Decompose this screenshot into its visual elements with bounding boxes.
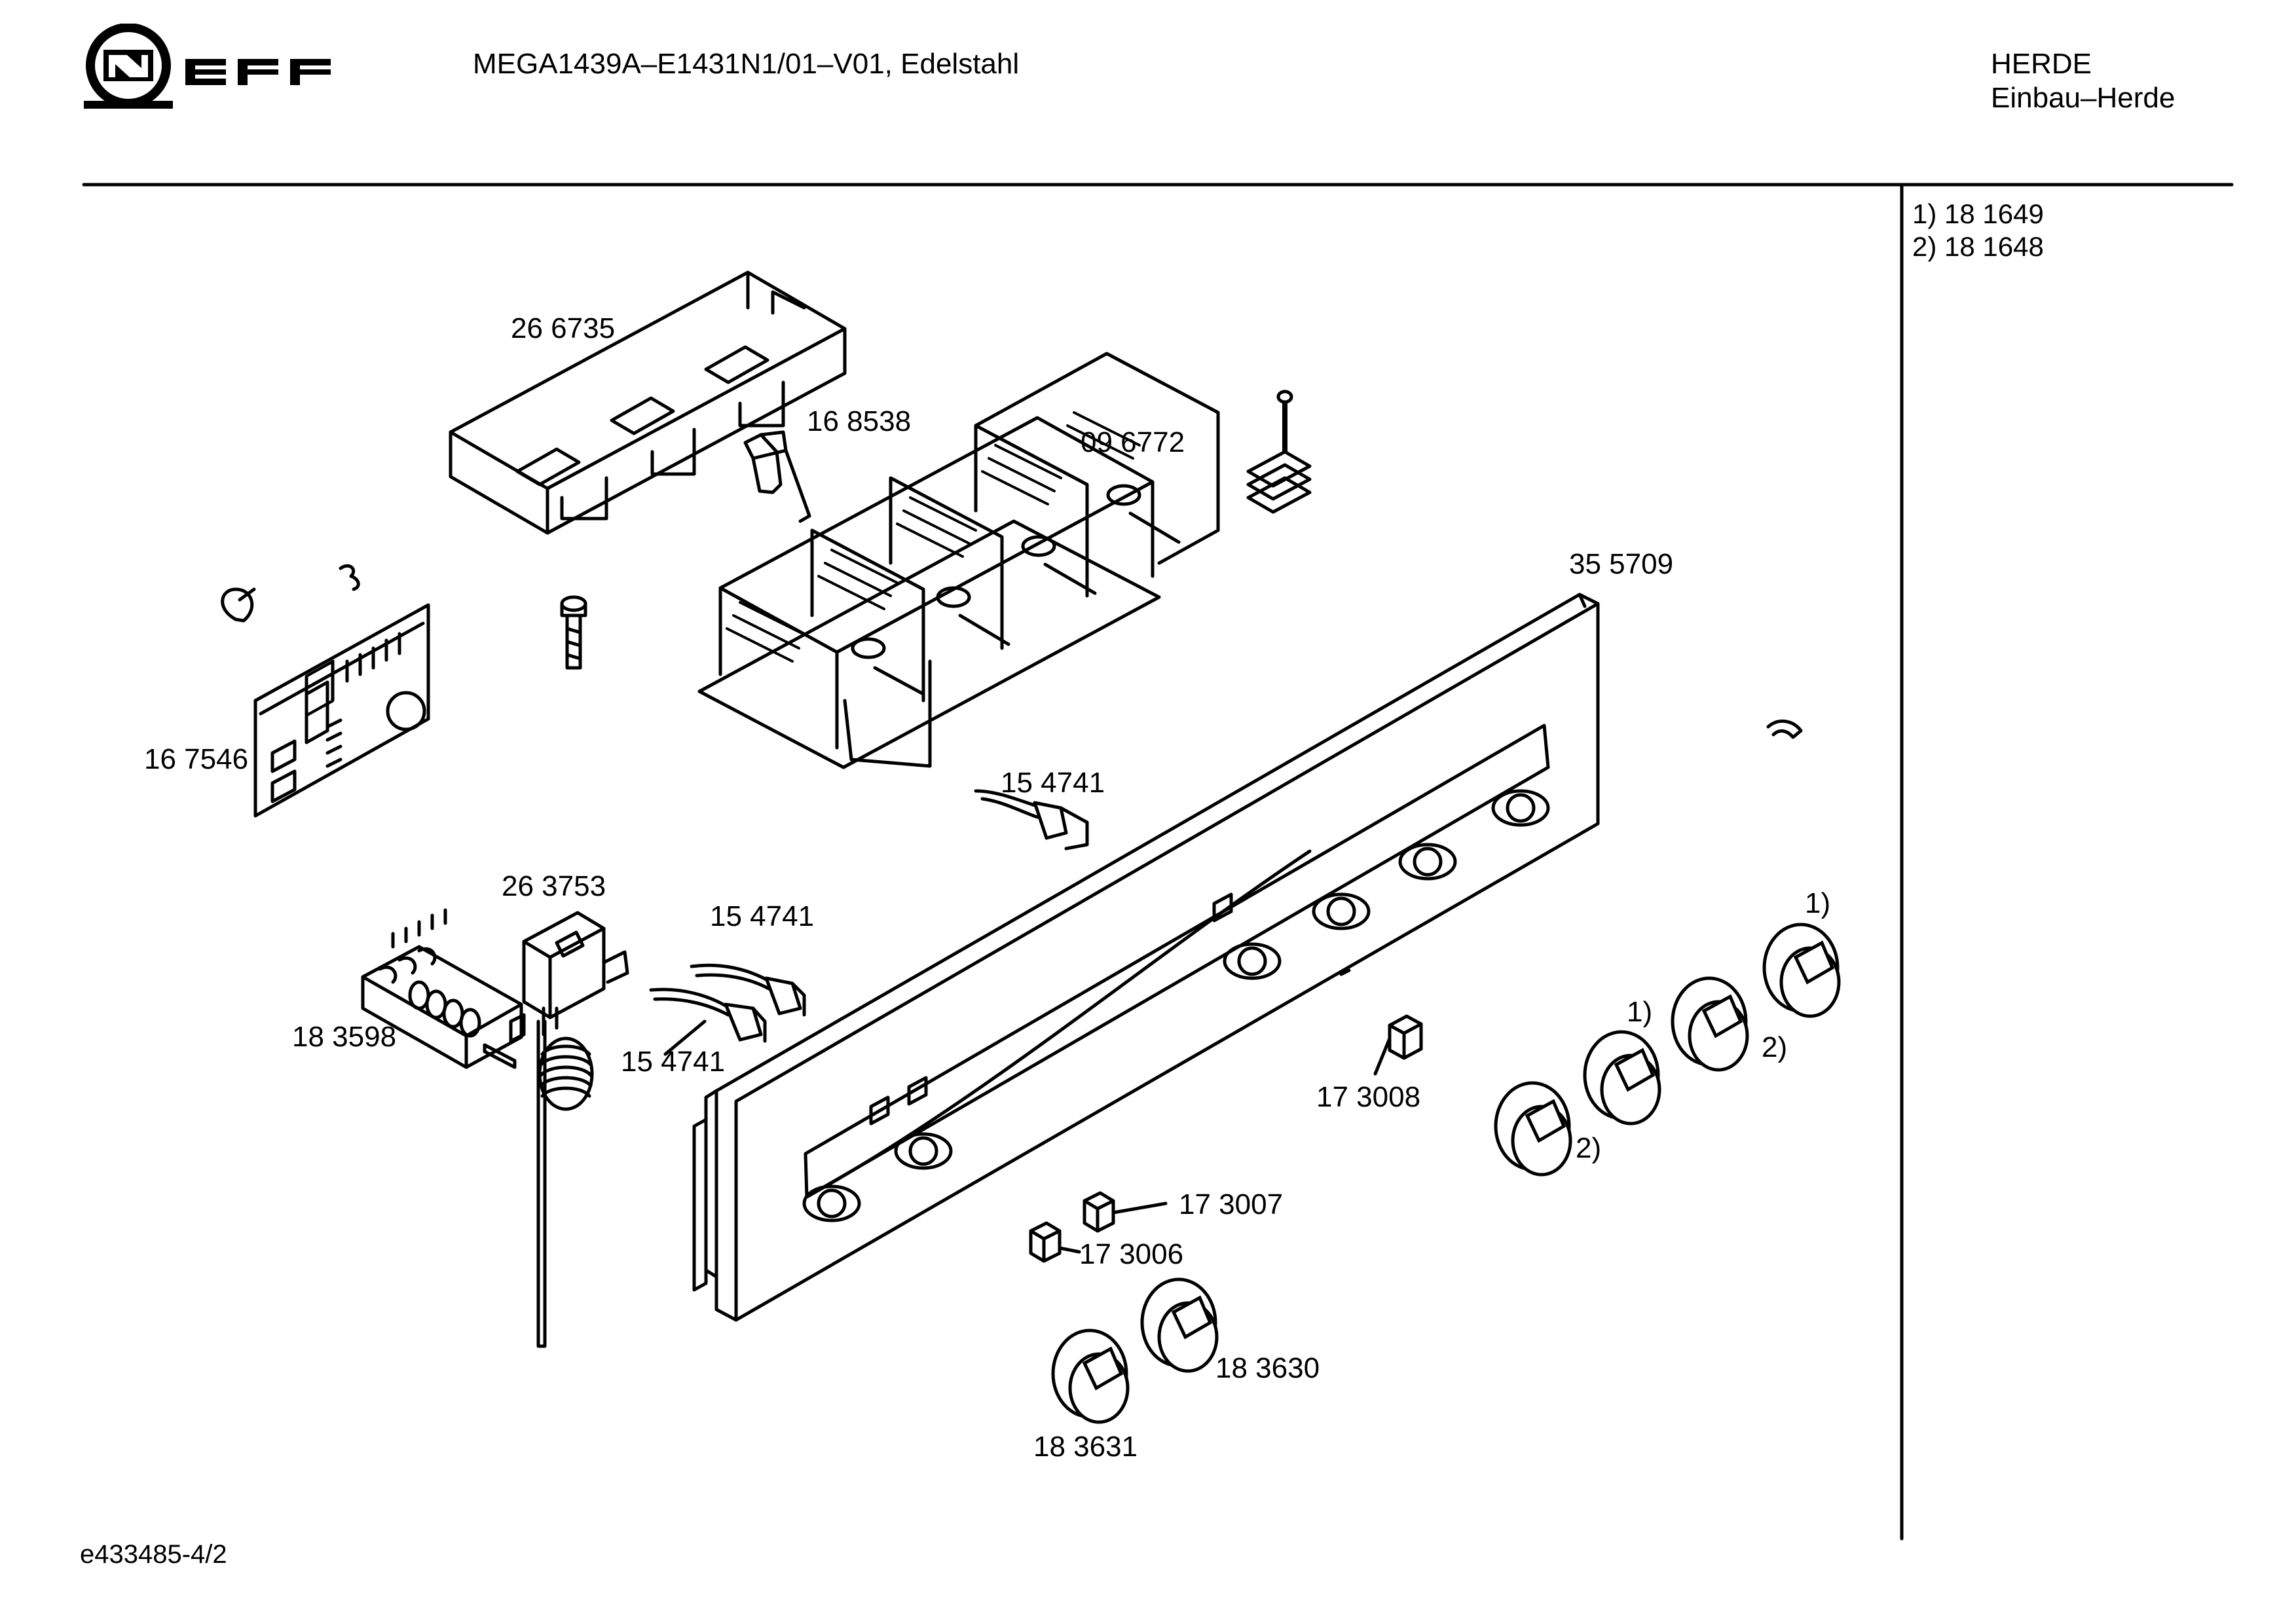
knob-mark-3: 1): [1627, 996, 1652, 1028]
model-title: MEGA1439A–E1431N1/01–V01, Edelstahl: [473, 48, 1020, 80]
legend-item-1: 1) 18 1649: [1912, 198, 2044, 230]
label-154741a: 15 4741: [1001, 767, 1105, 799]
label-183631: 18 3631: [1033, 1431, 1138, 1463]
panel-clip: [1766, 720, 1803, 739]
knob-183631: [1051, 1328, 1130, 1424]
label-154741c: 15 4741: [621, 1046, 725, 1078]
wire-clip: [221, 587, 256, 623]
subcategory-title: Einbau–Herde: [1991, 82, 2176, 114]
selector-switch: [361, 908, 526, 1069]
label-173007: 17 3007: [1179, 1188, 1283, 1220]
label-154741b: 15 4741: [710, 900, 814, 932]
legend-key: 2): [1912, 231, 1937, 262]
legend-part: 18 1648: [1944, 231, 2044, 262]
label-266735: 26 6735: [511, 312, 615, 344]
label-173008: 17 3008: [1316, 1081, 1420, 1113]
lamp-holder-middle: [649, 963, 806, 1043]
document-id: e433485-4/2: [80, 1540, 227, 1569]
knob-mark-4: 2): [1576, 1132, 1601, 1164]
label-168538: 16 8538: [807, 405, 911, 437]
legend-part: 18 1649: [1944, 198, 2044, 229]
cover-bracket: [449, 270, 847, 535]
electronic-module: [253, 603, 430, 818]
knob-4: [1494, 1081, 1572, 1177]
pin-connector: [1246, 390, 1312, 514]
leader-173008: [1373, 1036, 1392, 1076]
neff-logo-icon: [84, 23, 331, 109]
terminal-block: [697, 352, 1220, 769]
leader-173006: [1058, 1246, 1081, 1254]
label-183630: 18 3630: [1215, 1352, 1320, 1384]
screw-part: [560, 595, 587, 670]
legend-key: 1): [1912, 198, 1937, 229]
label-167546: 16 7546: [144, 743, 248, 775]
category-title: HERDE: [1991, 48, 2092, 80]
clip-173008: [1388, 1014, 1423, 1060]
lamp-holder-upper: [974, 789, 1089, 851]
spring-part: [339, 564, 360, 591]
knob-2: [1671, 976, 1749, 1072]
control-panel: [692, 593, 1600, 1322]
knob-3: [1583, 1030, 1661, 1126]
thermostat: [522, 911, 629, 1348]
knob-1: [1762, 923, 1841, 1018]
clip-173006: [1029, 1221, 1062, 1263]
label-173006: 17 3006: [1079, 1238, 1183, 1270]
clip-173007: [1083, 1191, 1115, 1233]
knob-183630: [1140, 1277, 1219, 1373]
leader-173007: [1111, 1201, 1168, 1215]
leader-dummy: [1339, 968, 1351, 976]
clip-part: [743, 430, 811, 523]
label-355709: 35 5709: [1569, 548, 1673, 580]
knob-mark-1: 1): [1805, 887, 1830, 919]
label-183598: 18 3598: [292, 1021, 396, 1053]
label-263753: 26 3753: [502, 870, 606, 902]
part-labels: 26 6735 16 8538 09 6772 35 5709 16 7546 …: [144, 312, 1830, 1463]
leader-154741c: [663, 1019, 707, 1056]
legend-item-2: 2) 18 1648: [1912, 230, 2044, 263]
knobs: [1051, 923, 1841, 1424]
label-096772: 09 6772: [1081, 426, 1185, 458]
knob-mark-2: 2): [1762, 1031, 1787, 1063]
brand-logo: [77, 23, 352, 115]
